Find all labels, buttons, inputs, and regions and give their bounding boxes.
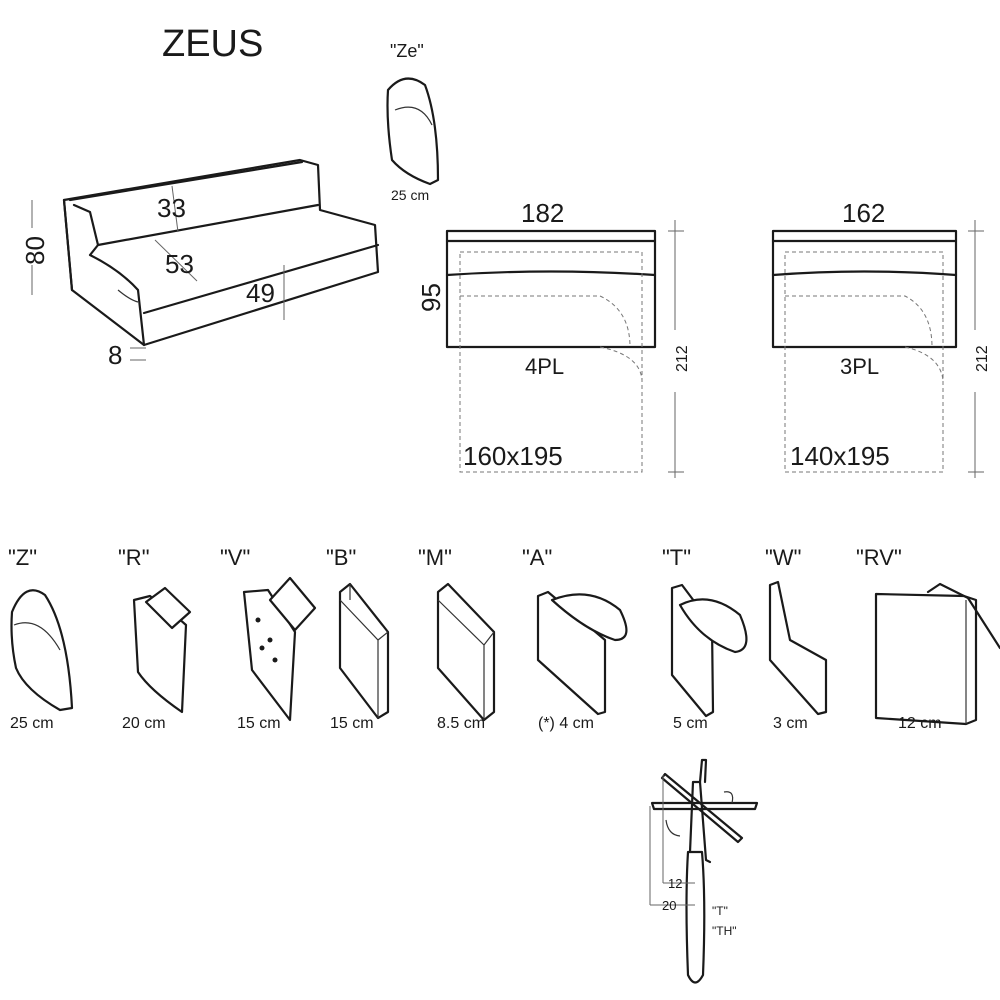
sofa-seat-depth-label: 53: [165, 249, 194, 279]
t-armrest-detail-drawing: [649, 758, 759, 984]
armrest-drawings: [10, 576, 1000, 726]
armrest-code-b: "B": [326, 545, 356, 570]
armrest-size-w: 3 cm: [773, 715, 808, 732]
plan-3pl-width: 162: [842, 198, 885, 228]
product-title: ZEUS: [162, 23, 263, 65]
armrest-code-w: "W": [765, 545, 801, 570]
plan-3pl-open-length: 212: [974, 345, 991, 372]
armrest-size-m: 8.5 cm: [437, 715, 485, 732]
armrest-code-m: "M": [418, 545, 452, 570]
sofa-drawing: [62, 158, 380, 347]
detail-dim-20: 20: [662, 898, 676, 913]
ze-armrest-drawing: [386, 77, 440, 186]
armrest-code-rv: "RV": [856, 545, 902, 570]
armrest-size-t: 5 cm: [673, 715, 708, 732]
plan-4pl-drawing: [445, 220, 684, 478]
plan-3pl-bed-size: 140x195: [790, 441, 890, 471]
armrest-size-a: (*) 4 cm: [538, 715, 594, 732]
detail-code-t: "T": [712, 904, 728, 918]
armrest-size-z: 25 cm: [10, 715, 54, 732]
armrest-code-v: "V": [220, 545, 250, 570]
ze-code: "Ze": [390, 41, 424, 61]
sofa-seat-height-label: 49: [246, 278, 275, 308]
detail-code-th: "TH": [712, 924, 737, 938]
armrest-size-r: 20 cm: [122, 715, 166, 732]
sofa-leg-label: 8: [108, 340, 122, 370]
armrest-size-rv: 12 cm: [898, 715, 942, 732]
plan-4pl-name: 4PL: [525, 354, 564, 379]
plan-4pl-depth: 95: [416, 283, 446, 312]
plan-4pl-bed-size: 160x195: [463, 441, 563, 471]
ze-size: 25 cm: [391, 187, 429, 203]
armrest-size-b: 15 cm: [330, 715, 374, 732]
armrest-code-a: "A": [522, 545, 552, 570]
armrest-code-t: "T": [662, 545, 691, 570]
armrest-size-v: 15 cm: [237, 715, 281, 732]
sofa-back-label: 33: [157, 193, 186, 223]
plan-4pl-width: 182: [521, 198, 564, 228]
plan-3pl-drawing: [771, 220, 984, 478]
armrest-code-z: "Z": [8, 545, 37, 570]
sofa-height-label: 80: [20, 236, 50, 265]
detail-dim-12: 12: [668, 876, 682, 891]
armrest-code-r: "R": [118, 545, 150, 570]
plan-3pl-name: 3PL: [840, 354, 879, 379]
plan-4pl-open-length: 212: [674, 345, 691, 372]
